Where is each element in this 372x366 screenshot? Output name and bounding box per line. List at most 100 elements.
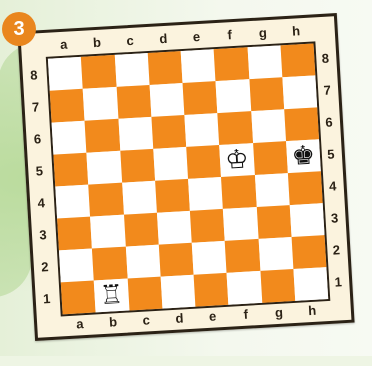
rank-label-right-6: 6 <box>321 114 338 131</box>
square-e3 <box>190 209 225 243</box>
square-a2 <box>59 249 94 283</box>
square-f4 <box>221 175 256 209</box>
square-f8 <box>214 47 249 81</box>
square-d6 <box>151 115 186 149</box>
square-a8 <box>48 57 83 91</box>
square-h3 <box>289 203 324 237</box>
square-e4 <box>188 177 223 211</box>
file-label-bottom-e: e <box>204 308 221 325</box>
square-d8 <box>147 51 182 85</box>
black-king-icon: ♚ <box>286 139 321 173</box>
square-g6 <box>251 109 286 143</box>
square-f3 <box>223 207 258 241</box>
square-f5: ♔ <box>219 143 254 177</box>
rank-label-left-4: 4 <box>33 195 50 212</box>
square-f7 <box>216 79 251 113</box>
square-c6 <box>118 117 153 151</box>
file-label-bottom-g: g <box>271 304 288 321</box>
file-label-top-f: f <box>221 27 238 44</box>
rank-label-left-5: 5 <box>31 163 48 180</box>
rank-label-right-2: 2 <box>328 242 345 259</box>
square-a4 <box>55 185 90 219</box>
square-a5 <box>53 153 88 187</box>
square-g2 <box>258 237 293 271</box>
square-b1: ♖ <box>94 279 129 313</box>
square-h2 <box>291 235 326 269</box>
file-label-top-e: e <box>188 29 205 46</box>
square-f2 <box>225 239 260 273</box>
square-c3 <box>124 213 159 247</box>
puzzle-number-badge: 3 <box>2 12 36 46</box>
square-d3 <box>157 211 192 245</box>
file-label-bottom-b: b <box>105 314 122 331</box>
square-h4 <box>288 171 323 205</box>
white-king-icon: ♔ <box>219 143 254 177</box>
square-c8 <box>114 53 149 87</box>
rank-label-left-7: 7 <box>27 99 44 116</box>
square-h1 <box>293 267 328 301</box>
square-g1 <box>260 269 295 303</box>
square-b6 <box>85 119 120 153</box>
square-h5: ♚ <box>286 139 321 173</box>
square-c2 <box>125 245 160 279</box>
square-d1 <box>160 275 195 309</box>
file-label-top-h: h <box>288 23 305 40</box>
square-a7 <box>50 89 85 123</box>
puzzle-number: 3 <box>13 18 24 41</box>
square-a3 <box>57 217 92 251</box>
rank-label-right-8: 8 <box>317 50 334 67</box>
square-d7 <box>149 83 184 117</box>
square-g7 <box>249 77 284 111</box>
file-label-top-a: a <box>55 36 72 53</box>
file-label-top-c: c <box>122 33 139 50</box>
file-label-bottom-f: f <box>237 306 254 323</box>
file-label-top-d: d <box>155 31 172 48</box>
square-b2 <box>92 247 127 281</box>
rank-label-left-1: 1 <box>38 291 55 308</box>
file-label-bottom-c: c <box>138 312 155 329</box>
square-g3 <box>256 205 291 239</box>
rank-label-left-2: 2 <box>36 259 53 276</box>
rank-label-left-3: 3 <box>35 227 52 244</box>
square-c5 <box>120 149 155 183</box>
square-h7 <box>282 75 317 109</box>
square-g4 <box>254 173 289 207</box>
square-f6 <box>218 111 253 145</box>
rank-label-right-4: 4 <box>324 178 341 195</box>
file-label-bottom-h: h <box>304 303 321 320</box>
square-c1 <box>127 277 162 311</box>
square-b3 <box>90 215 125 249</box>
file-label-top-g: g <box>254 25 271 42</box>
square-e5 <box>186 145 221 179</box>
square-e6 <box>184 113 219 147</box>
square-e7 <box>183 81 218 115</box>
square-h6 <box>284 107 319 141</box>
square-d5 <box>153 147 188 181</box>
rank-label-right-5: 5 <box>322 146 339 163</box>
square-c7 <box>116 85 151 119</box>
square-a1 <box>61 280 96 314</box>
square-b5 <box>87 151 122 185</box>
white-rook-icon: ♖ <box>94 279 129 313</box>
square-e2 <box>192 241 227 275</box>
square-e1 <box>194 273 229 307</box>
square-f1 <box>227 271 262 305</box>
square-b4 <box>88 183 123 217</box>
chessboard: ♔ ♚ ♖ <box>46 41 331 316</box>
rank-label-left-8: 8 <box>25 67 42 84</box>
file-label-bottom-a: a <box>71 316 88 333</box>
rank-label-right-1: 1 <box>330 274 347 291</box>
square-b7 <box>83 87 118 121</box>
rank-label-right-7: 7 <box>319 82 336 99</box>
file-label-top-b: b <box>89 34 106 51</box>
file-label-bottom-d: d <box>171 310 188 327</box>
square-g5 <box>253 141 288 175</box>
rank-label-left-6: 6 <box>29 131 46 148</box>
square-h8 <box>280 43 315 77</box>
square-g8 <box>247 45 282 79</box>
rank-label-right-3: 3 <box>326 210 343 227</box>
square-d4 <box>155 179 190 213</box>
square-a6 <box>52 121 87 155</box>
square-b8 <box>81 55 116 89</box>
